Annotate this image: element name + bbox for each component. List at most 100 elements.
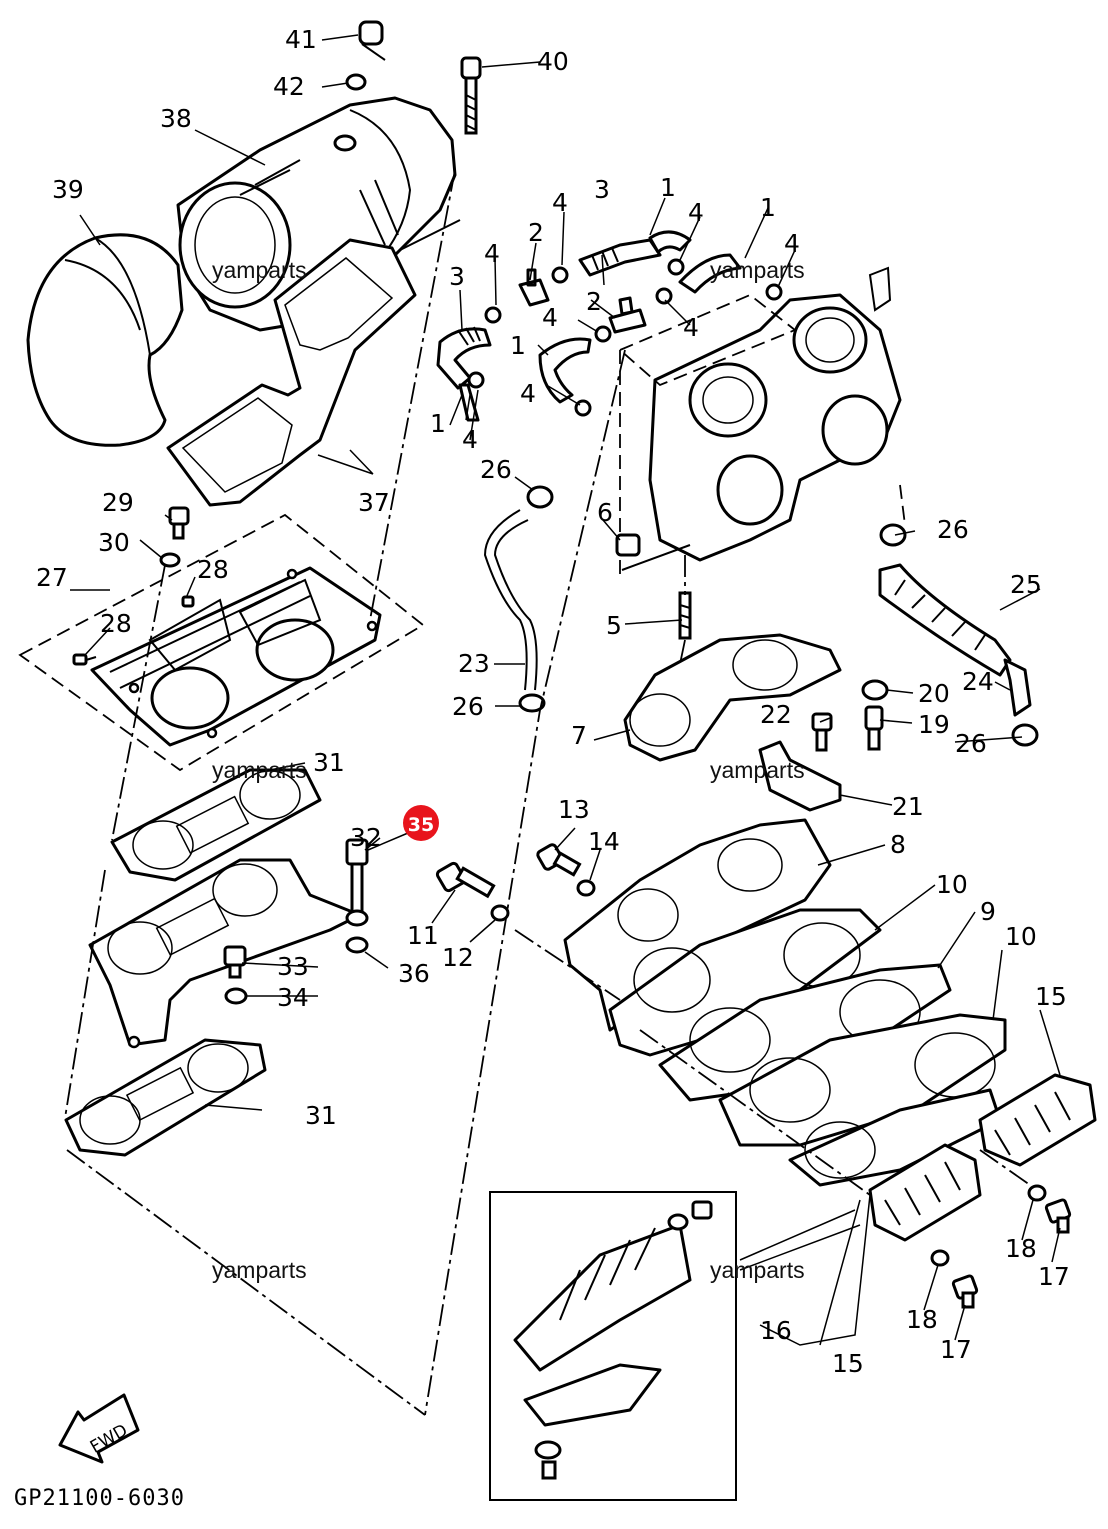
bolt-29 — [168, 506, 190, 540]
label-40: 40 — [537, 47, 569, 76]
part-labels: 41 42 40 38 39 37 29 30 28 27 28 31 32 3… — [36, 25, 1070, 1378]
nut-6 — [615, 533, 691, 571]
label-4c: 4 — [484, 239, 500, 268]
label-27: 27 — [36, 563, 68, 592]
hose-1c — [538, 337, 592, 404]
washer-12 — [490, 904, 510, 922]
label-26d: 26 — [955, 729, 987, 758]
label-4d: 4 — [784, 229, 800, 258]
label-34: 34 — [277, 983, 309, 1012]
bolt-33 — [223, 945, 247, 979]
label-18a: 18 — [1005, 1234, 1037, 1263]
label-16: 16 — [760, 1316, 792, 1345]
label-4e: 4 — [542, 303, 558, 332]
washer-18b — [930, 1249, 950, 1267]
label-1d: 1 — [430, 409, 446, 438]
washer-18a — [1027, 1184, 1047, 1202]
diagram-code: GP21100-6030 — [14, 1486, 185, 1511]
leader-lines — [70, 34, 1061, 1346]
hose-23 — [483, 509, 538, 691]
washer-30 — [159, 552, 181, 568]
watermark-3: yamparts — [212, 757, 307, 783]
label-1b: 1 — [760, 193, 776, 222]
label-3a: 3 — [594, 175, 610, 204]
hose-3a — [436, 326, 492, 390]
label-2b: 2 — [586, 287, 602, 316]
hose-3b — [578, 238, 662, 277]
label-28b: 28 — [100, 609, 132, 638]
clamps-4 — [467, 258, 783, 417]
watermarks: yamparts yamparts yamparts yamparts yamp… — [212, 257, 805, 1283]
hose-1b — [678, 253, 742, 294]
gasket-9 — [658, 963, 952, 1102]
label-1c: 1 — [510, 331, 526, 360]
watermark-2: yamparts — [710, 257, 805, 283]
label-21: 21 — [892, 792, 924, 821]
label-6: 6 — [597, 498, 613, 527]
label-25: 25 — [1010, 570, 1042, 599]
gasket-31-lower — [64, 1038, 267, 1157]
label-1a: 1 — [660, 173, 676, 202]
label-38: 38 — [160, 104, 192, 133]
label-20: 20 — [918, 679, 950, 708]
gasket-31-upper — [110, 768, 322, 882]
clamp-26-right-upper — [879, 523, 907, 547]
label-23: 23 — [458, 649, 490, 678]
cap-41 — [358, 20, 386, 61]
label-17b: 17 — [940, 1335, 972, 1364]
bolt-28a — [181, 595, 195, 608]
label-28a: 28 — [197, 555, 229, 584]
label-13: 13 — [558, 795, 590, 824]
label-7: 7 — [571, 721, 587, 750]
bolt-13 — [536, 843, 582, 877]
label-15a: 15 — [1035, 982, 1067, 1011]
bolt-17b — [951, 1274, 979, 1309]
label-24: 24 — [962, 667, 994, 696]
hose-24 — [1003, 658, 1032, 717]
label-26b: 26 — [937, 515, 969, 544]
label-36: 36 — [398, 959, 430, 988]
label-10b: 10 — [1005, 922, 1037, 951]
label-10a: 10 — [936, 870, 968, 899]
bolt-40 — [460, 56, 482, 135]
watermark-4: yamparts — [710, 757, 805, 783]
label-26a: 26 — [480, 455, 512, 484]
clamp-26-upper — [526, 485, 554, 509]
label-33: 33 — [277, 952, 309, 981]
reed-valve-15b — [868, 1143, 982, 1242]
fitting-19 — [864, 705, 884, 751]
bolt-32 — [345, 838, 369, 927]
clamp-26-lower — [518, 693, 546, 713]
bracket-21 — [758, 740, 842, 812]
label-17a: 17 — [1038, 1262, 1070, 1291]
washer-36 — [345, 936, 369, 954]
carburetor-assembly — [648, 266, 902, 562]
highlight-35-badge[interactable]: 35 — [403, 805, 439, 841]
label-19: 19 — [918, 710, 950, 739]
exhaust-chamber-38 — [176, 96, 461, 332]
washer-14 — [576, 879, 596, 897]
label-30: 30 — [98, 528, 130, 557]
label-42: 42 — [273, 72, 305, 101]
reed-valve-15a — [978, 1073, 1097, 1167]
clamp-26-right-lower — [1011, 723, 1039, 747]
label-11: 11 — [407, 921, 439, 950]
label-35: 35 — [408, 814, 434, 836]
label-4g: 4 — [520, 379, 536, 408]
label-9: 9 — [980, 897, 996, 926]
bolt-28b — [72, 653, 97, 666]
label-3b: 3 — [449, 262, 465, 291]
head-group-outline — [18, 513, 425, 772]
label-26c: 26 — [452, 692, 484, 721]
label-4b: 4 — [688, 198, 704, 227]
label-14: 14 — [588, 827, 620, 856]
fwd-arrow: FWD — [58, 1393, 140, 1464]
tee-2b — [608, 296, 647, 334]
label-37: 37 — [358, 488, 390, 517]
gasket-37 — [166, 238, 417, 507]
washer-34 — [224, 987, 248, 1005]
label-32: 32 — [350, 823, 382, 852]
tee-2a — [518, 268, 550, 307]
label-8: 8 — [890, 830, 906, 859]
